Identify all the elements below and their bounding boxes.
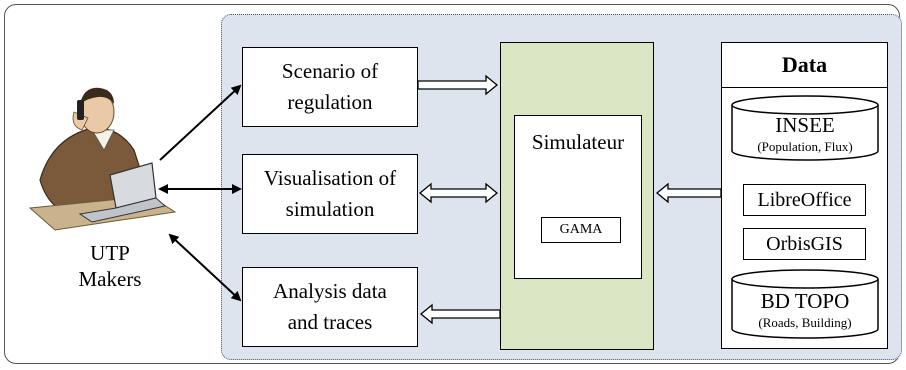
person-at-laptop-icon <box>28 87 177 231</box>
simulator-title: Simulateur <box>531 130 625 154</box>
libreoffice-box: LibreOffice <box>743 184 866 216</box>
scenario-line1: Scenario of <box>281 59 379 83</box>
arrow-person-analysis <box>168 233 242 302</box>
insee-detail: (Population, Flux) <box>757 139 853 154</box>
arrow-visualisation-simulator <box>418 182 499 204</box>
insee-name: INSEE <box>775 113 835 137</box>
analysis-line2: and traces <box>287 310 373 334</box>
database-cylinder-icon <box>731 269 879 339</box>
visualisation-line2: simulation <box>285 197 375 221</box>
database-cylinder-icon <box>731 95 879 161</box>
person-label: UTP Makers <box>70 240 150 292</box>
analysis-line1: Analysis data <box>273 279 387 303</box>
analysis-box: Analysis data and traces <box>242 267 418 347</box>
arrow-scenario-to-simulator <box>417 74 499 96</box>
arrow-simulator-to-analysis <box>419 303 501 325</box>
visualisation-line1: Visualisation of <box>263 166 397 190</box>
orbisgis-box: OrbisGIS <box>743 228 866 260</box>
scenario-box: Scenario of regulation <box>242 47 418 127</box>
visualisation-box: Visualisation of simulation <box>242 154 418 234</box>
arrow-data-to-simulator <box>655 182 722 204</box>
data-title: Data <box>721 42 888 88</box>
arrow-person-to-scenario <box>159 84 242 161</box>
person-label-line1: UTP <box>90 241 130 265</box>
simulator-inner-box <box>514 115 642 279</box>
bdtopo-database: BD TOPO (Roads, Building) <box>731 269 879 339</box>
bdtopo-detail: (Roads, Building) <box>758 315 852 330</box>
person-label-line2: Makers <box>78 267 142 291</box>
insee-database: INSEE (Population, Flux) <box>731 95 879 161</box>
scenario-line2: regulation <box>287 90 373 114</box>
bdtopo-name: BD TOPO <box>760 289 850 313</box>
gama-engine-box: GAMA <box>541 217 621 243</box>
